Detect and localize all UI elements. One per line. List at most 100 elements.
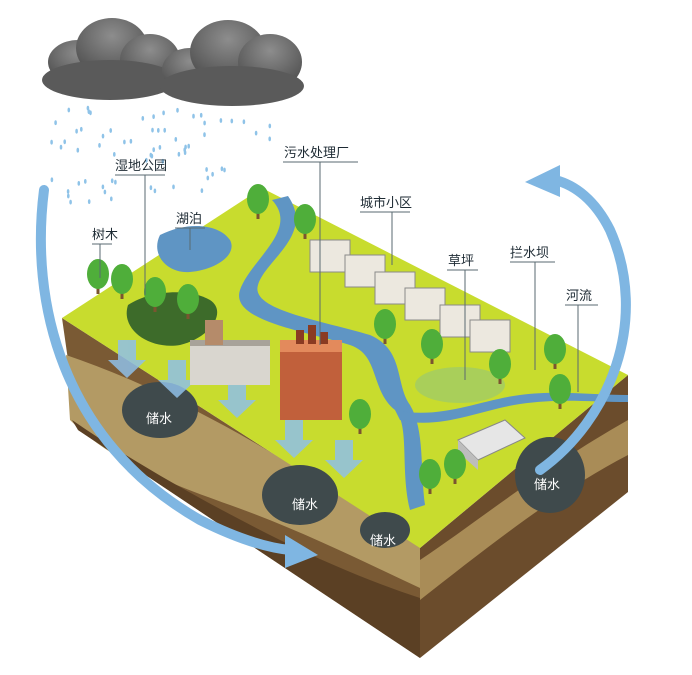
rain-drop [141, 116, 145, 121]
rain-drop [67, 107, 71, 113]
rain-drop [75, 128, 78, 134]
rain-drop [158, 145, 162, 150]
rain-drop [220, 166, 224, 172]
tree-crown [374, 309, 396, 339]
rain-drop [172, 184, 175, 190]
sewage-plant-building [280, 325, 342, 420]
rain-drop [98, 143, 101, 148]
rain-drop [145, 157, 148, 163]
rain-drop [177, 151, 181, 157]
rain-drop [200, 188, 204, 194]
rain-drop [69, 199, 72, 205]
lake [157, 225, 232, 273]
tree-crown [87, 259, 109, 289]
rain-drop [54, 120, 57, 126]
rain-drop [50, 177, 54, 183]
rain-drop [157, 127, 160, 133]
rain-drop [123, 139, 126, 145]
rain-drop [187, 143, 190, 149]
rain-drop [176, 107, 179, 113]
residential-buildings [309, 239, 511, 353]
warehouse-building [457, 419, 526, 470]
rain-drop [66, 189, 70, 194]
rain-drop [268, 136, 272, 142]
tree-crown [177, 284, 199, 314]
rain-drop [153, 188, 157, 194]
rain-drop [114, 179, 117, 185]
cloud-right [160, 20, 304, 106]
storage-label: 储水 [370, 534, 397, 549]
rain-drop [87, 199, 91, 205]
tree-crown [444, 449, 466, 479]
rain-drop [129, 138, 133, 144]
label-lake: 湖泊 [176, 212, 203, 227]
rain-drop [203, 132, 206, 138]
rain-drop [151, 127, 154, 133]
block-top-face [62, 188, 628, 548]
rain-drop [103, 189, 107, 195]
rain-drop [101, 184, 105, 190]
rain-drop [163, 127, 166, 133]
storage-label: 储水 [292, 498, 319, 513]
rain-drop [67, 193, 70, 199]
cycle-arrow-right [535, 175, 631, 475]
river-main [239, 196, 425, 510]
rain-drop [152, 147, 155, 153]
trees [87, 184, 571, 494]
factory-building [190, 320, 270, 385]
tree-crown [549, 374, 571, 404]
cycle-arrow-right-head [525, 165, 560, 197]
rain-drop [149, 152, 153, 158]
rain-drop [84, 179, 87, 184]
rain-drop [206, 175, 210, 181]
rain-drop [86, 105, 90, 111]
rain-drop [59, 144, 63, 150]
leader-lines [92, 161, 598, 392]
rain-drop [109, 128, 112, 133]
rain-drop [230, 118, 234, 124]
label-residential: 城市小区 [360, 196, 413, 211]
river-branch [395, 392, 628, 423]
rain-drop [219, 118, 223, 123]
rain-drop [183, 150, 187, 156]
tree-crown [247, 184, 269, 214]
tree-crown [489, 349, 511, 379]
rain-drop [152, 114, 155, 119]
tree-crown [544, 334, 566, 364]
rain-drop [268, 123, 272, 129]
rain-drop [192, 113, 195, 119]
rain-drop [76, 147, 80, 153]
storage-label: 储水 [534, 478, 561, 493]
rain-drop [223, 167, 226, 173]
rain-drop [113, 152, 116, 157]
rain-drop [63, 139, 66, 145]
tree-crown [111, 264, 133, 294]
rain-drop [80, 126, 83, 132]
rain-drop [242, 119, 246, 125]
rain-drop [174, 137, 178, 142]
rain-drop [205, 167, 208, 172]
label-dam: 拦水坝 [510, 246, 550, 261]
rain-drop [161, 158, 165, 164]
tree-crown [144, 277, 166, 307]
label-wetland-park: 湿地公园 [115, 159, 168, 174]
rain-drop [110, 178, 114, 184]
lawn-patch [415, 367, 505, 403]
rain-drop [203, 120, 206, 126]
cycle-arrow-left-head [285, 535, 318, 568]
rain-drop [162, 110, 165, 116]
rain-drop [101, 133, 105, 139]
tree-crown [421, 329, 443, 359]
infiltration-arrows [108, 340, 363, 478]
rain-drop [199, 112, 203, 118]
storage-pockets [122, 382, 585, 548]
rain-drop [110, 196, 113, 202]
label-lawn: 草坪 [448, 254, 475, 269]
label-river: 河流 [566, 289, 593, 304]
rain-drop [211, 171, 214, 177]
label-sewage-plant: 污水处理厂 [284, 146, 350, 161]
tree-crown [294, 204, 316, 234]
storage-label: 储水 [146, 412, 173, 427]
rain-drop [254, 130, 258, 136]
